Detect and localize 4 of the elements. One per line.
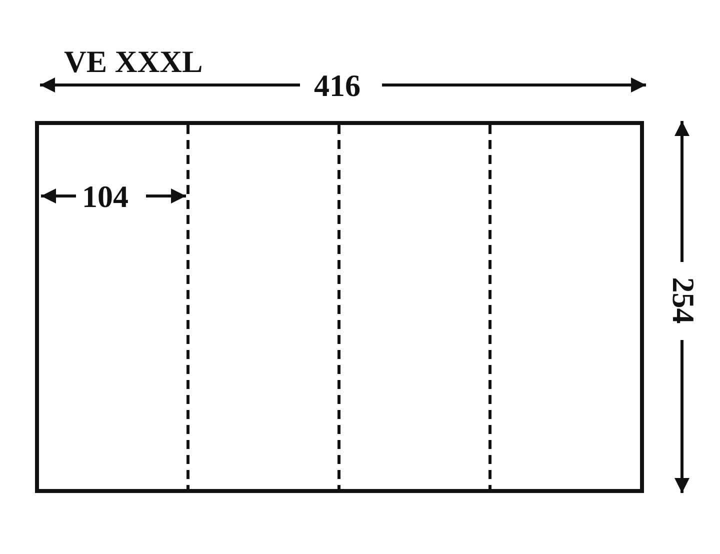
dimension-label: 416	[314, 70, 360, 101]
size-label: VE XXXL	[64, 46, 203, 77]
dimension-label: 104	[82, 181, 128, 212]
dimension-label: 254	[668, 277, 699, 324]
